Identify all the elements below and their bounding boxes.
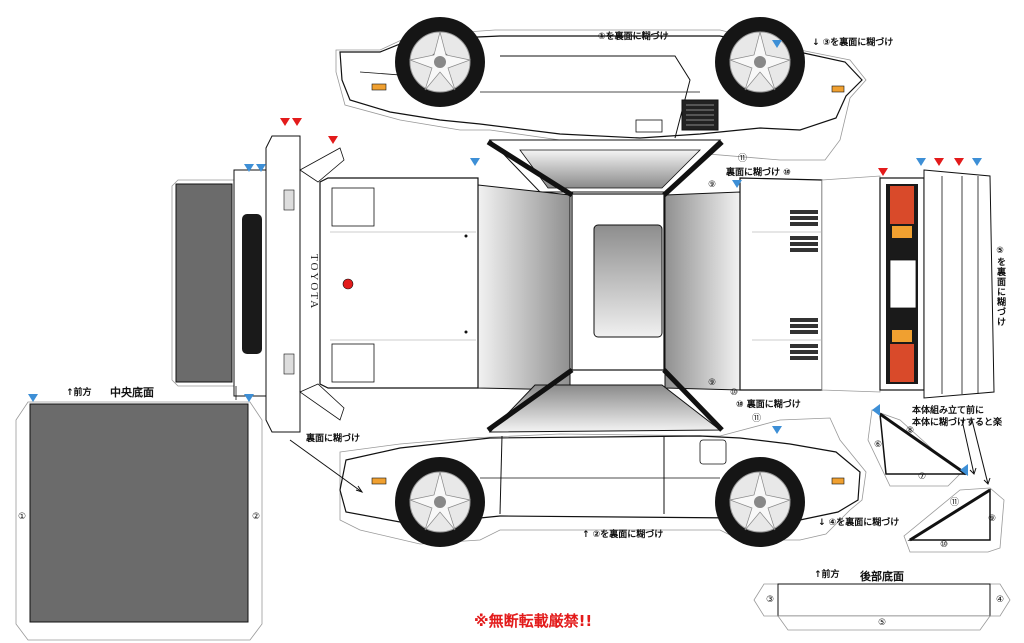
num-4-rear: ④ [996,595,1005,605]
glue-arrows [289,419,991,493]
side-panel-top [335,17,867,161]
label-glue-left: 裏面に糊づけ [306,434,361,444]
num-5-rear: ⑤ [878,618,887,628]
side-panel-bottom [339,417,867,547]
front-fascia [171,135,345,433]
num-11-tri: ⑪ [950,498,960,508]
num-8-tri: ⑧ [906,426,915,436]
num-2-center: ② [252,512,261,522]
label-glue-4: ↓ ④を裏面に糊づけ [818,518,900,528]
wheel-top-rear [715,17,805,107]
num-7-tri: ⑦ [918,472,927,482]
wheel-bottom-rear [715,457,805,547]
num-10-tri: ⑩ [940,540,949,550]
label-assembly-note-1: 本体組み立て前に [912,406,985,416]
label-assembly-note-2: 本体に糊づけすると楽 [912,418,1003,428]
label-glue-5: ⑤を裏面に糊づけ [995,246,1005,327]
label-glue-3: ↓ ③を裏面に糊づけ [812,38,894,48]
label-glue-top: 裏面に糊づけ ⑩ [726,168,791,178]
label-front-arrow-center: ↑前方 [66,388,92,398]
center-floor-part [15,401,263,641]
triangle-part-6-7-8 [867,409,969,487]
wheel-top-front [395,17,485,107]
num-9-mid: ⑨ [708,378,717,388]
triangle-part-9-10-11 [903,487,1005,553]
num-9-tri: ⑨ [988,514,997,524]
num-9-top: ⑨ [708,180,717,190]
label-front-arrow-rear: ↑前方 [814,570,840,580]
label-rear-floor: 後部底面 [860,570,904,583]
copyright-notice: ※無断転載厳禁!! [474,612,593,630]
rear-floor-part [753,583,1011,631]
label-glue-1: ①を裏面に糊づけ [598,32,669,42]
num-1-center: ① [18,512,27,522]
main-body-top-view [319,139,823,433]
wheel-bottom-front [395,457,485,547]
num-10-mid: ⑩ [730,388,739,398]
rear-fascia [821,169,995,399]
label-center-floor: 中央底面 [110,386,154,399]
num-11-top: ⑪ [738,154,748,164]
num-6-tri: ⑥ [874,440,883,450]
label-glue-2: ↑ ②を裏面に糊づけ [582,530,664,540]
alignment-markers [28,40,982,476]
num-11-mid: ⑪ [752,414,762,424]
brand-lettering: TOYOTA [308,254,320,311]
num-3-rear: ③ [766,595,775,605]
label-glue-mid: ⑩ 裏面に糊づけ [736,400,801,410]
